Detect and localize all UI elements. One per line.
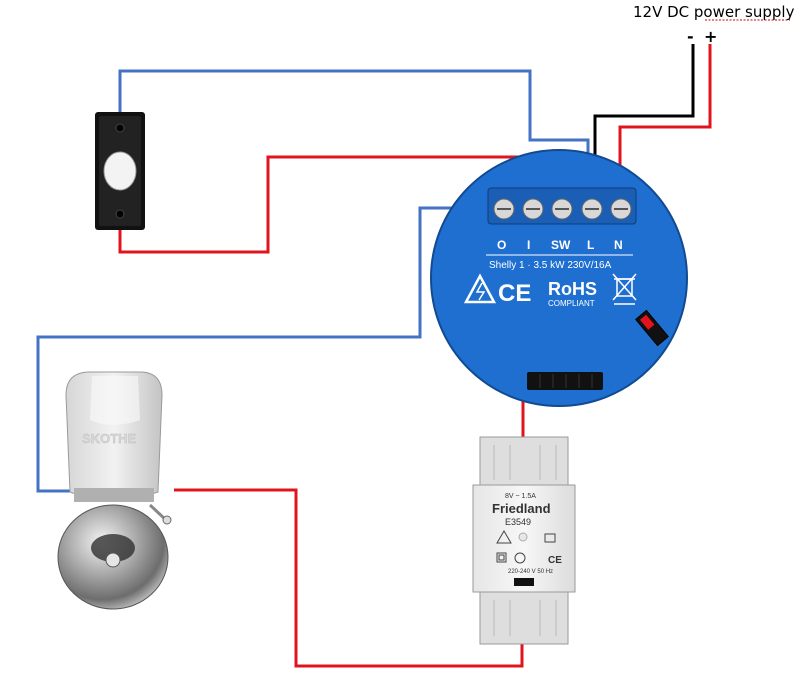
shelly-relay: O I SW L N Shelly 1 · 3.5 kW 230V/16A CE… bbox=[430, 149, 688, 407]
transformer-top-vents bbox=[493, 445, 557, 480]
transformer-bottom-vents bbox=[493, 600, 557, 636]
push-button bbox=[95, 112, 145, 230]
terminal-label-sw: SW bbox=[551, 238, 571, 252]
terminal-label-o: O bbox=[497, 238, 506, 252]
blue-wire-button-to-relay bbox=[118, 69, 590, 210]
transformer-warning-icon bbox=[496, 530, 512, 544]
terminal-label-l: L bbox=[587, 238, 594, 252]
transformer-rating: 8V ~ 1.5A bbox=[505, 493, 536, 500]
transformer-ce-mark: CE bbox=[548, 555, 562, 566]
transformer-brand: Friedland bbox=[492, 501, 551, 516]
transformer-symbol-icon bbox=[544, 533, 556, 543]
relay-ce-mark: CE bbox=[498, 280, 531, 307]
terminal-screws bbox=[493, 198, 632, 220]
transformer-bottom bbox=[479, 591, 569, 645]
transformer-input-text: 220-240 V 50 Hz bbox=[508, 569, 553, 575]
blue-wire-relay-to-bell bbox=[36, 206, 500, 493]
terminal-label-i: I bbox=[527, 238, 530, 252]
screw-hole-bottom bbox=[115, 209, 125, 219]
red-wire-bell-to-transformer bbox=[174, 488, 524, 668]
double-insulation-inner bbox=[498, 554, 505, 561]
bell-striker-ball bbox=[162, 515, 172, 525]
bell-brand-text: SKOTHE bbox=[82, 431, 137, 446]
double-insulation-icon bbox=[496, 552, 507, 563]
transformer-safety-icon bbox=[514, 552, 526, 564]
red-jumper bbox=[635, 309, 669, 347]
supply-plus-sign: + bbox=[704, 27, 717, 46]
relay-compliant-text: COMPLIANT bbox=[548, 299, 595, 308]
power-supply: 12V DC power supply - + bbox=[633, 3, 795, 46]
bell-housing-highlight bbox=[90, 376, 140, 425]
bell-center-bolt bbox=[105, 552, 121, 568]
warning-triangle-icon bbox=[463, 273, 497, 304]
bell-transformer: 8V ~ 1.5A Friedland E3549 CE 220-240 V 5… bbox=[472, 436, 576, 645]
supply-minus-sign: - bbox=[687, 27, 694, 46]
relay-spec-text: Shelly 1 · 3.5 kW 230V/16A bbox=[489, 260, 612, 271]
bell-reflection bbox=[91, 534, 135, 562]
screw-hole-top bbox=[115, 123, 125, 133]
transformer-indicator bbox=[518, 532, 528, 542]
terminal-label-n: N bbox=[614, 238, 623, 252]
transformer-model: E3549 bbox=[505, 517, 531, 527]
bell-mount bbox=[74, 488, 154, 502]
power-supply-label: 12V DC power supply bbox=[633, 3, 795, 21]
door-bell: SKOTHE bbox=[57, 371, 172, 610]
connector-pins bbox=[539, 374, 593, 388]
lightning-icon bbox=[475, 282, 486, 301]
push-button-knob bbox=[103, 151, 137, 191]
weee-bin-icon bbox=[612, 273, 637, 305]
transformer-slot bbox=[514, 578, 534, 586]
transformer-top bbox=[479, 436, 569, 486]
relay-bottom-connector bbox=[527, 372, 603, 390]
relay-rohs-text: RoHS bbox=[548, 279, 597, 299]
